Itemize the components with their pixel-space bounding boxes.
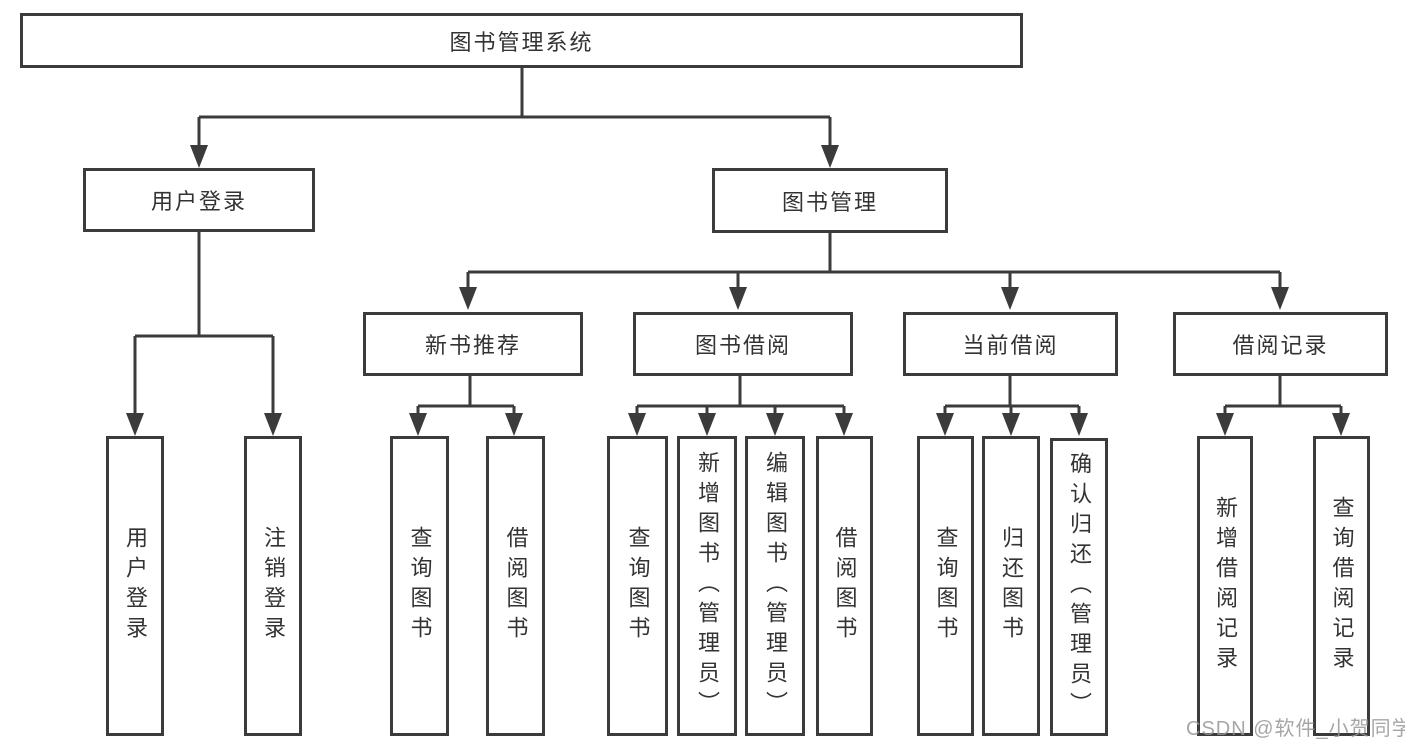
node-label: 归还图书 <box>999 526 1024 646</box>
node-add-books-admin-leaf: 新增图书（管理员） <box>677 436 737 736</box>
node-label: 借阅记录 <box>1232 333 1329 358</box>
node-label: 编辑图书（管理员） <box>763 451 788 721</box>
node-user-login-branch: 用户登录 <box>83 168 315 232</box>
node-label: 查询图书 <box>933 526 959 646</box>
tree-edges <box>133 66 1343 415</box>
node-confirm-return-admin-leaf: 确认归还（管理员） <box>1050 438 1108 736</box>
node-book-management-branch: 图书管理 <box>712 168 948 233</box>
node-query-books-leaf: 查询图书 <box>917 436 974 736</box>
node-new-book-recommendation: 新书推荐 <box>363 312 583 376</box>
node-label: 新增图书（管理员） <box>695 451 720 721</box>
node-label: 图书借阅 <box>694 333 791 358</box>
node-label: 注销登录 <box>261 526 286 646</box>
node-borrow-books-leaf: 借阅图书 <box>486 436 545 736</box>
node-label: 查询图书 <box>625 526 651 646</box>
node-edit-books-admin-leaf: 编辑图书（管理员） <box>745 436 805 736</box>
node-borrowing-records: 借阅记录 <box>1173 312 1388 376</box>
node-current-borrowing: 当前借阅 <box>903 312 1118 376</box>
node-logout-leaf: 注销登录 <box>244 436 302 736</box>
node-query-borrow-record-leaf: 查询借阅记录 <box>1313 436 1370 736</box>
node-label: 当前借阅 <box>962 333 1059 358</box>
arrowheads <box>126 145 1350 436</box>
node-label: 查询图书 <box>407 526 433 646</box>
node-query-books-leaf: 查询图书 <box>390 436 449 736</box>
node-borrow-books-leaf: 借阅图书 <box>816 436 873 736</box>
node-label: 借阅图书 <box>503 526 529 646</box>
node-book-borrowing: 图书借阅 <box>633 312 853 376</box>
node-label: 用户登录 <box>123 526 148 646</box>
node-label: 确认归还（管理员） <box>1067 452 1092 722</box>
node-user-login-leaf: 用户登录 <box>106 436 164 736</box>
node-label: 新书推荐 <box>424 333 521 358</box>
node-library-management-system: 图书管理系统 <box>20 13 1023 68</box>
node-add-borrow-record-leaf: 新增借阅记录 <box>1197 436 1253 736</box>
node-label: 借阅图书 <box>832 526 858 646</box>
node-label: 查询借阅记录 <box>1329 496 1355 676</box>
node-label: 图书管理 <box>781 189 878 215</box>
node-query-books-leaf: 查询图书 <box>607 436 668 736</box>
node-label: 图书管理系统 <box>449 29 594 55</box>
node-label: 新增借阅记录 <box>1213 496 1238 676</box>
node-label: 用户登录 <box>150 189 247 214</box>
node-return-books-leaf: 归还图书 <box>982 436 1040 736</box>
csdn-watermark: CSDN @软件_小贺同学 <box>1186 718 1405 740</box>
